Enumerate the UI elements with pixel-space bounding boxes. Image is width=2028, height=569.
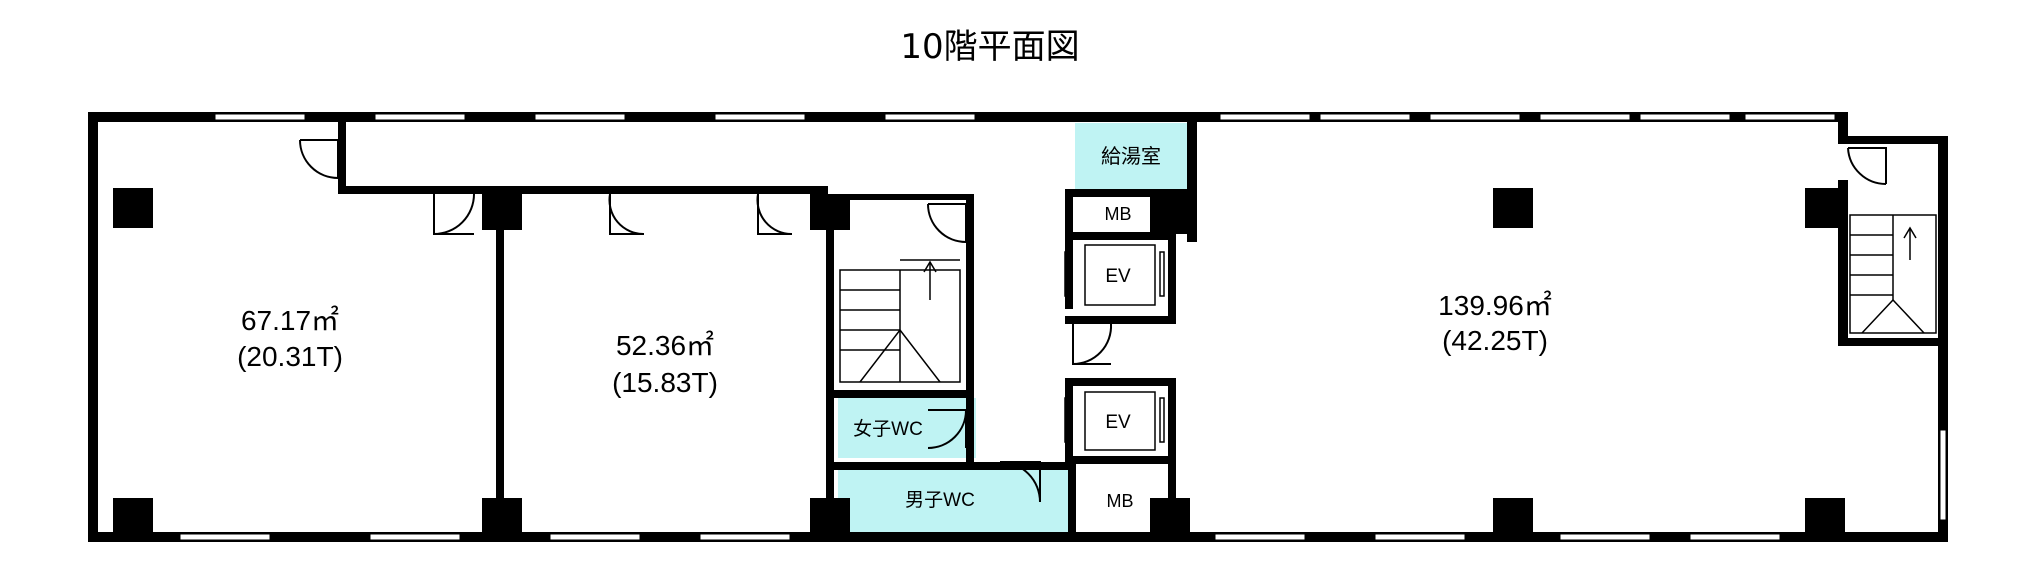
- door-stair: [928, 203, 967, 242]
- center-room-tsubo: (15.83T): [612, 367, 718, 398]
- wet-areas: [838, 123, 1187, 532]
- womens-wc-label: 女子WC: [853, 418, 923, 440]
- kitchenette-label: 給湯室: [1101, 145, 1161, 168]
- door-left-room-upper: [300, 139, 339, 178]
- ev-lower-label: EV: [1105, 412, 1131, 433]
- page-title: 10階平面図: [900, 27, 1079, 67]
- interior-walls: [338, 122, 1197, 534]
- ev-upper-label: EV: [1105, 266, 1131, 287]
- elevators: [1064, 244, 1165, 451]
- left-room-tsubo: (20.31T): [237, 341, 343, 372]
- columns: [113, 188, 1845, 538]
- doors: [299, 139, 1887, 503]
- womens-wc-fill: [838, 398, 976, 458]
- door-center-room-b: [757, 194, 792, 235]
- mens-wc-label: 男子WC: [905, 490, 975, 511]
- door-center-room-a: [609, 194, 644, 235]
- center-room-area: 52.36㎡: [616, 330, 714, 361]
- door-right-stair: [1848, 147, 1887, 184]
- mb-lower-label: MB: [1107, 491, 1134, 511]
- mens-wc-fill: [838, 470, 1070, 532]
- door-mens-wc: [1000, 461, 1041, 502]
- right-room-tsubo: (42.25T): [1442, 325, 1548, 356]
- bottom-windows: [179, 533, 1781, 541]
- top-windows: [214, 113, 1836, 121]
- kitchenette-fill: [1075, 123, 1187, 189]
- stairs-right: [1849, 214, 1937, 334]
- right-room-area: 139.96㎡: [1438, 290, 1552, 321]
- stairs-center: [839, 259, 961, 383]
- mb-upper-label: MB: [1105, 204, 1132, 224]
- right-window: [1939, 429, 1947, 521]
- left-room-area: 67.17㎡: [241, 305, 339, 336]
